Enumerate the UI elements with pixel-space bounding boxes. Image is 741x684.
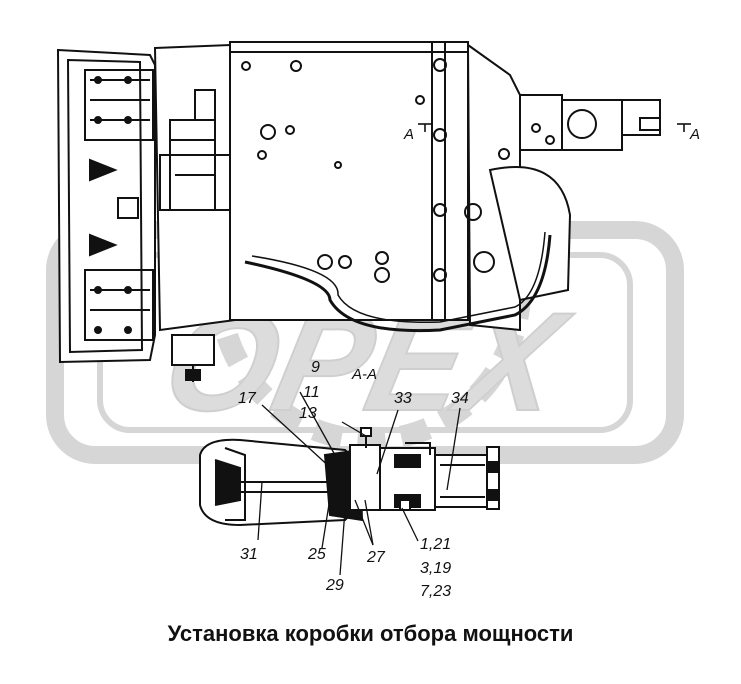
callout-29: 29 — [326, 577, 344, 594]
transmission-view — [56, 41, 661, 382]
leader-lines — [257, 391, 461, 576]
callout-17: 17 — [238, 390, 256, 407]
callout-33: 33 — [394, 390, 412, 407]
section-mark-right — [677, 123, 691, 132]
callout-1-21: 1,21 — [420, 536, 452, 553]
callout-11: 11 — [303, 384, 320, 401]
callout-7-23: 7,23 — [420, 583, 452, 600]
callout-13: 13 — [299, 405, 317, 422]
callout-9: 9 — [311, 359, 320, 376]
callout-31: 31 — [240, 546, 258, 563]
callout-34: 34 — [451, 390, 469, 407]
callout-27: 27 — [367, 549, 385, 566]
section-a-a-view — [199, 427, 500, 527]
callout-3-19: 3,19 — [420, 560, 452, 577]
callout-25: 25 — [308, 546, 326, 563]
figure-caption: Установка коробки отбора мощности — [167, 621, 574, 646]
section-mark-letter-right: A — [690, 126, 701, 143]
section-title: А-А — [352, 366, 378, 383]
section-mark-left — [418, 123, 432, 132]
section-mark-letter-left: A — [404, 126, 415, 143]
